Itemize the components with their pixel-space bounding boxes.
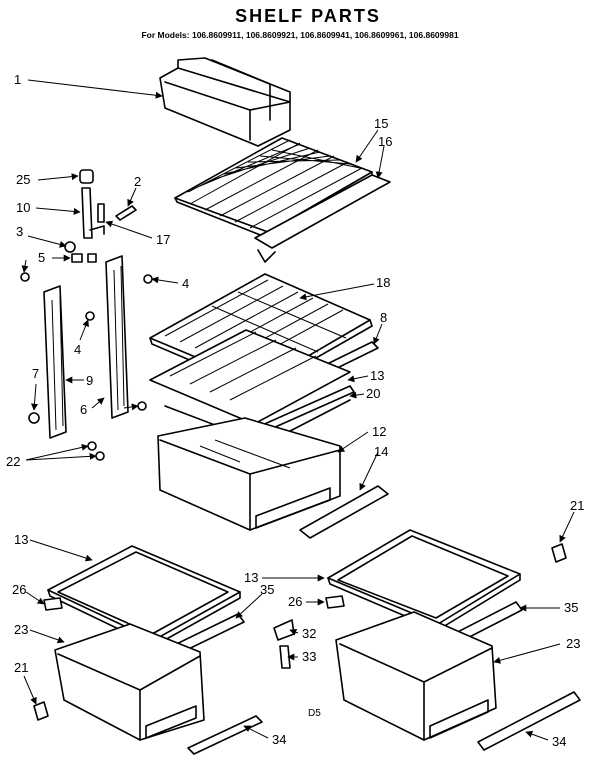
- callout-9: 9: [86, 373, 93, 388]
- part-33-hinge: [279, 645, 291, 669]
- part-21-clip-left: [33, 701, 49, 721]
- callout-34-right: 34: [552, 734, 566, 749]
- callout-2: 2: [134, 174, 141, 189]
- callout-26-left: 26: [12, 582, 26, 597]
- callout-6: 6: [80, 402, 87, 417]
- model-list: For Models: 106.8609911, 106.8609921, 10…: [141, 30, 458, 40]
- callout-21-bottom-left: 21: [14, 660, 28, 675]
- callout-13-middle: 13: [370, 368, 384, 383]
- callout-18: 18: [376, 275, 390, 290]
- callout-8: 8: [380, 310, 387, 325]
- callout-21-top-right: 21: [570, 498, 584, 513]
- part-14-front-trim: [299, 485, 389, 539]
- leader-lines: [21, 79, 575, 741]
- part-23-right-drawer: [335, 611, 497, 741]
- part-7-bumper: [28, 412, 40, 424]
- callout-32: 32: [302, 626, 316, 641]
- callout-5: 5: [38, 250, 45, 265]
- callout-35-left: 35: [260, 582, 274, 597]
- part-13-left-shelf: [47, 545, 241, 647]
- part-13-shelf-frame: [149, 329, 351, 425]
- callout-4-lower: 4: [74, 342, 81, 357]
- callout-3: 3: [16, 224, 23, 239]
- part-2-screw: [115, 205, 137, 221]
- callout-1: 1: [14, 72, 21, 87]
- part-26-right-bracket: [325, 595, 345, 609]
- part-1-storage-bin: [159, 57, 291, 147]
- part-5-clip: [71, 253, 97, 263]
- callout-22: 22: [6, 454, 20, 469]
- callout-4-upper: 4: [182, 276, 189, 291]
- callout-7: 7: [32, 366, 39, 381]
- part-16-shelf-trim: [254, 174, 391, 263]
- part-10-support-bracket: [81, 187, 105, 239]
- callout-labels: 1 15 16 25 2 10 17 3 5 4 18 4 8 7 9 13 6…: [6, 72, 584, 749]
- callout-23-right: 23: [566, 636, 580, 651]
- callout-35-right: 35: [564, 600, 578, 615]
- callout-33: 33: [302, 649, 316, 664]
- callout-13-right: 13: [244, 570, 258, 585]
- part-23-left-drawer: [54, 623, 205, 741]
- diagram-title: SHELF PARTS: [235, 6, 381, 26]
- part-15-wire-shelf: [174, 137, 373, 239]
- part-34-right-trim: [477, 691, 581, 751]
- callout-17: 17: [156, 232, 170, 247]
- callout-14: 14: [374, 444, 388, 459]
- callout-10: 10: [16, 200, 30, 215]
- part-9-right-rail: [105, 255, 129, 419]
- part-3-hardware: [20, 241, 76, 282]
- callout-13-left: 13: [14, 532, 28, 547]
- part-26-left-bracket: [43, 597, 63, 611]
- diagram-code: D5: [308, 708, 321, 719]
- callout-15: 15: [374, 116, 388, 131]
- callout-34-left: 34: [272, 732, 286, 747]
- callout-23-left: 23: [14, 622, 28, 637]
- callout-20: 20: [366, 386, 380, 401]
- part-25-cap: [79, 169, 94, 184]
- callout-26-right: 26: [288, 594, 302, 609]
- callout-25: 25: [16, 172, 30, 187]
- callout-12: 12: [372, 424, 386, 439]
- part-34-left-trim: [187, 715, 263, 755]
- callout-16: 16: [378, 134, 392, 149]
- part-21-clip-right: [551, 543, 567, 563]
- part-9-left-rail: [43, 285, 67, 439]
- part-12-crisper-pan: [157, 417, 341, 531]
- part-17-pin: [97, 203, 105, 223]
